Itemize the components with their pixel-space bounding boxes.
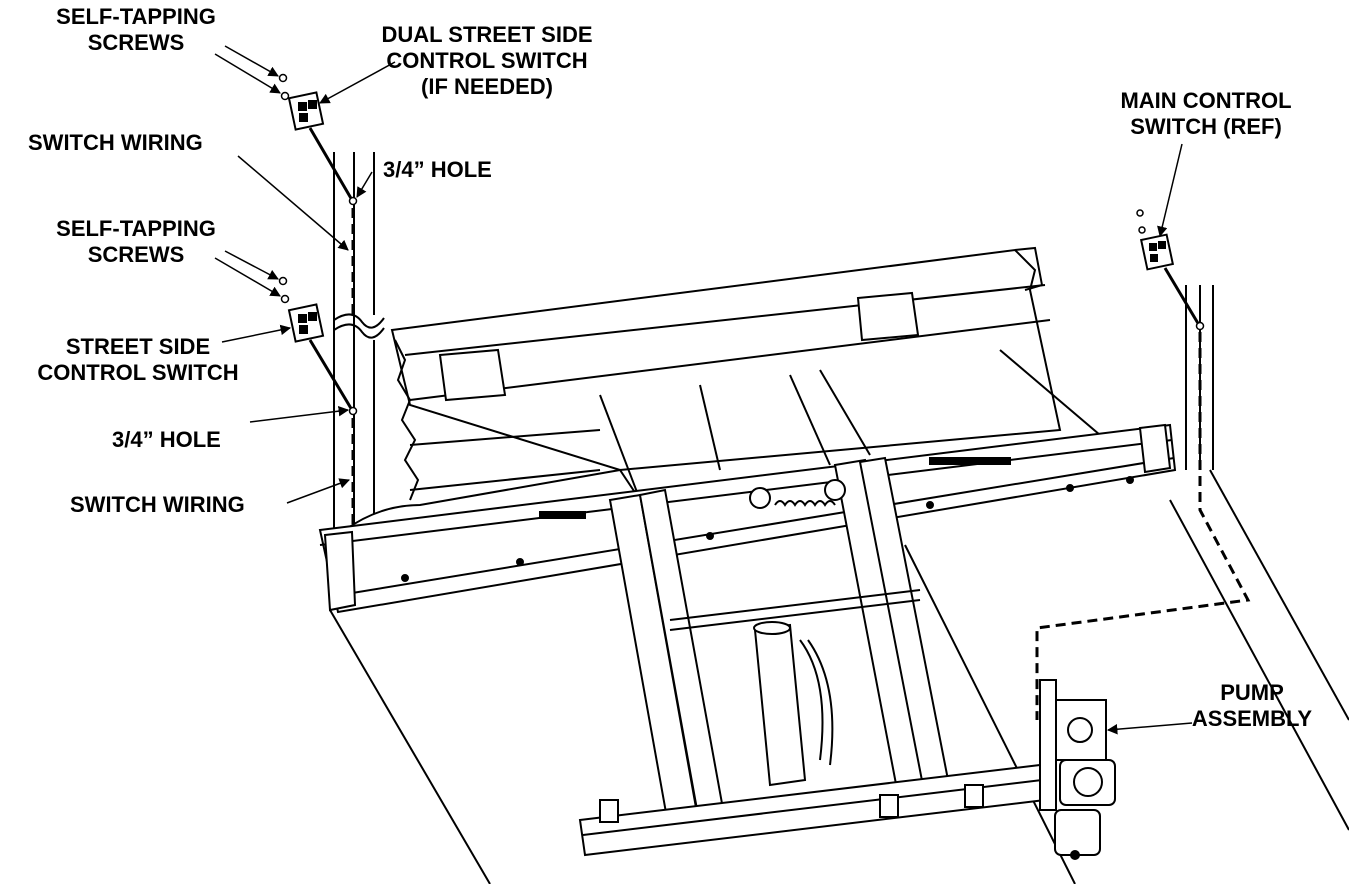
hole-bottom-label: 3/4” HOLE: [112, 427, 221, 452]
switch-wiring-top-label: SWITCH WIRING: [28, 130, 203, 155]
label-line: PUMP: [1220, 680, 1284, 705]
label-line: MAIN CONTROL: [1120, 88, 1292, 113]
left-body-post: [333, 152, 385, 528]
label-line: SELF-TAPPING: [56, 4, 216, 29]
pump-assembly-drawing: [1039, 679, 1116, 860]
main-control-switch-box: [1139, 233, 1175, 271]
main-control-switch-label: MAIN CONTROL SWITCH (REF): [1098, 88, 1314, 140]
label-line: ASSEMBLY: [1191, 706, 1313, 731]
self-tapping-screws-top-label: SELF-TAPPING SCREWS: [38, 4, 234, 56]
switch-wiring-solid: [308, 127, 1201, 411]
vehicle-floor-outline: [329, 469, 1349, 885]
cross-member: [318, 423, 1177, 614]
label-line: STREET SIDE: [65, 334, 211, 359]
label-line: (IF NEEDED): [421, 74, 553, 99]
street-side-switch-box: [287, 303, 325, 343]
label-line: DUAL STREET SIDE: [381, 22, 593, 47]
switch-wiring-bottom-label: SWITCH WIRING: [70, 492, 245, 517]
label-line: CONTROL SWITCH: [386, 48, 588, 73]
label-line: SCREWS: [87, 242, 185, 267]
pump-assembly-label: PUMP ASSEMBLY: [1182, 680, 1322, 732]
self-tapping-screws-mid-label: SELF-TAPPING SCREWS: [38, 216, 234, 268]
dual-street-side-switch-label: DUAL STREET SIDE CONTROL SWITCH (IF NEED…: [358, 22, 616, 100]
lift-frame: [578, 456, 1047, 857]
leader-lines: [214, 45, 1193, 735]
dual-street-side-switch-box: [287, 91, 325, 131]
label-line: SCREWS: [87, 30, 185, 55]
switch-wiring-dashed: [351, 208, 1251, 720]
right-body-post: [1185, 285, 1214, 470]
label-line: SELF-TAPPING: [56, 216, 216, 241]
label-line: CONTROL SWITCH: [37, 360, 239, 385]
holes: [348, 196, 1205, 416]
hole-top-label: 3/4” HOLE: [383, 157, 492, 182]
label-line: SWITCH (REF): [1130, 114, 1282, 139]
street-side-switch-label: STREET SIDE CONTROL SWITCH: [28, 334, 248, 386]
screws: [278, 73, 1146, 304]
